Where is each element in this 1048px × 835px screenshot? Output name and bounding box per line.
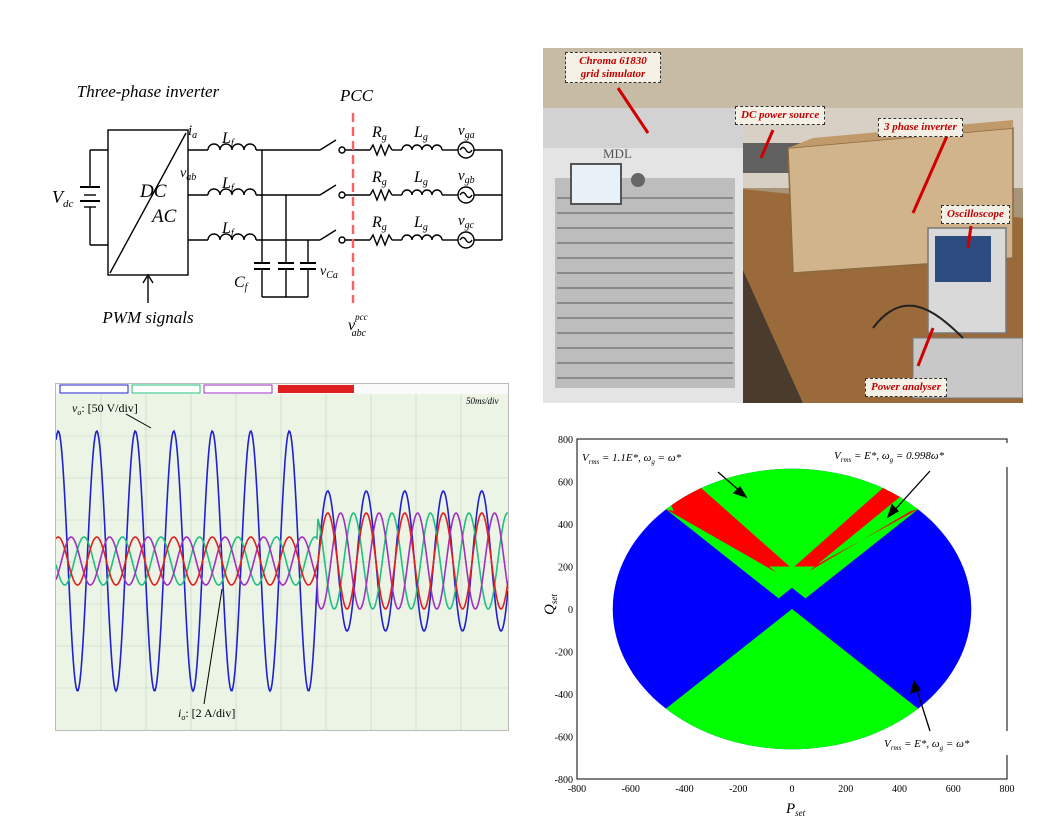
current-annotation: io: [2 A/div] (178, 706, 235, 722)
pq-x-tick: 400 (892, 784, 907, 795)
rg-label-c: Rg (371, 214, 387, 233)
grid-sim-brand: MDL (603, 146, 632, 161)
inverter-ac-label: AC (150, 206, 177, 227)
oscilloscope-trace: 50ms/div vo: [50 V/div] io: [2 A/div] (55, 383, 509, 731)
pq-region-blue-center (775, 587, 809, 609)
lab-photo-svg: MDL (543, 48, 1023, 403)
callout-three-phase-inverter: 3 phase inverter (878, 118, 963, 137)
lab-setup-photo: MDL Chroma 61830 grid simulator DC power… (543, 48, 1023, 403)
pq-x-tick: -600 (622, 784, 640, 795)
lf-label-b: Lf (221, 175, 235, 194)
voltage-annotation: vo: [50 V/div] (72, 401, 138, 417)
vdc-label: Vdc (52, 187, 74, 210)
callout-oscilloscope: Oscilloscope (941, 205, 1010, 224)
inverter-title: Three-phase inverter (77, 82, 220, 101)
pq-y-tick: 800 (558, 435, 573, 446)
callout-grid-simulator: Chroma 61830 grid simulator (565, 52, 661, 84)
cf-label: Cf (234, 274, 249, 293)
vab-label: vab (180, 166, 196, 183)
pq-x-tick: 600 (946, 784, 961, 795)
pq-arrow-3-head (910, 679, 922, 694)
vgb-label: vgb (458, 168, 475, 186)
current-trace-b (55, 512, 509, 610)
pq-svg: -800 -600 -400 -200 0 200 400 600 800 800 600 400 20… (542, 435, 1015, 818)
pcc-label: PCC (339, 86, 374, 105)
pq-y-tick: 600 (558, 478, 573, 489)
inverter-dc-label: DC (139, 181, 167, 202)
pq-region-red-right (792, 470, 932, 569)
pq-y-tick: -200 (555, 648, 573, 659)
vca-label: vCa (320, 264, 338, 281)
vga-label: vga (458, 123, 475, 141)
pq-y-tick: -800 (555, 775, 573, 786)
pq-arrow-2 (891, 470, 931, 514)
pq-x-tick: 0 (790, 784, 795, 795)
pq-annotation-2: Vrms = E*, ωg = 0.998ω* (834, 450, 945, 464)
callout-power-analyser: Power analyser (865, 378, 947, 397)
pq-region-green-center (769, 566, 815, 586)
pwm-label: PWM signals (101, 308, 194, 327)
pq-arrow-1-head (732, 485, 748, 499)
pq-region-red-left (652, 470, 792, 569)
pq-annotation-1: Vrms = 1.1E*, ωg = ω* (582, 452, 682, 466)
pq-region-green-top (612, 468, 972, 609)
pq-x-tick: -200 (729, 784, 747, 795)
pq-xlabel: Pset (785, 801, 806, 818)
pq-y-tick: 200 (558, 563, 573, 574)
lg-label-c: Lg (413, 214, 428, 233)
pq-region-green-bottom (612, 609, 972, 750)
scope-time-div: 50ms/div (466, 396, 499, 406)
rg-label-b: Rg (371, 169, 387, 188)
pq-x-tick: 800 (1000, 784, 1015, 795)
lf-label-a: Lf (221, 130, 235, 149)
pq-arrow-2-head (886, 503, 900, 519)
ia-label: ia (188, 123, 197, 141)
current-trace-c (55, 512, 509, 610)
current-trace-a (55, 512, 509, 610)
lg-label-b: Lg (413, 169, 428, 188)
vgc-label: vgc (458, 213, 475, 231)
pq-arrow-3 (915, 686, 931, 732)
pq-frame (576, 438, 1008, 780)
lf-label-c: Lf (221, 220, 235, 239)
lg-label-a: Lg (413, 124, 428, 143)
circuit-svg: Three-phase inverter DC AC PWM signals P… (52, 82, 503, 339)
pq-y-tick: -400 (555, 690, 573, 701)
rg-label-a: Rg (371, 124, 387, 143)
pq-ylabel: Qset (542, 594, 559, 615)
callout-dc-power-source: DC power source (735, 106, 826, 125)
pq-annotation-3: Vrms = E*, ωg = ω* (884, 738, 970, 752)
pq-x-tick: 200 (838, 784, 853, 795)
pq-y-tick: 400 (558, 520, 573, 531)
pq-x-tick: -800 (568, 784, 586, 795)
pq-y-tick: -600 (555, 733, 573, 744)
pq-x-tick: -400 (675, 784, 693, 795)
pq-y-tick: 0 (568, 605, 573, 616)
pq-plot: -800 -600 -400 -200 0 200 400 600 800 800 600 400 20… (520, 425, 1025, 830)
scope-svg: 50ms/div vo: [50 V/div] io: [2 A/div] (55, 384, 509, 730)
circuit-diagram: Three-phase inverter DC AC PWM signals P… (40, 75, 510, 345)
